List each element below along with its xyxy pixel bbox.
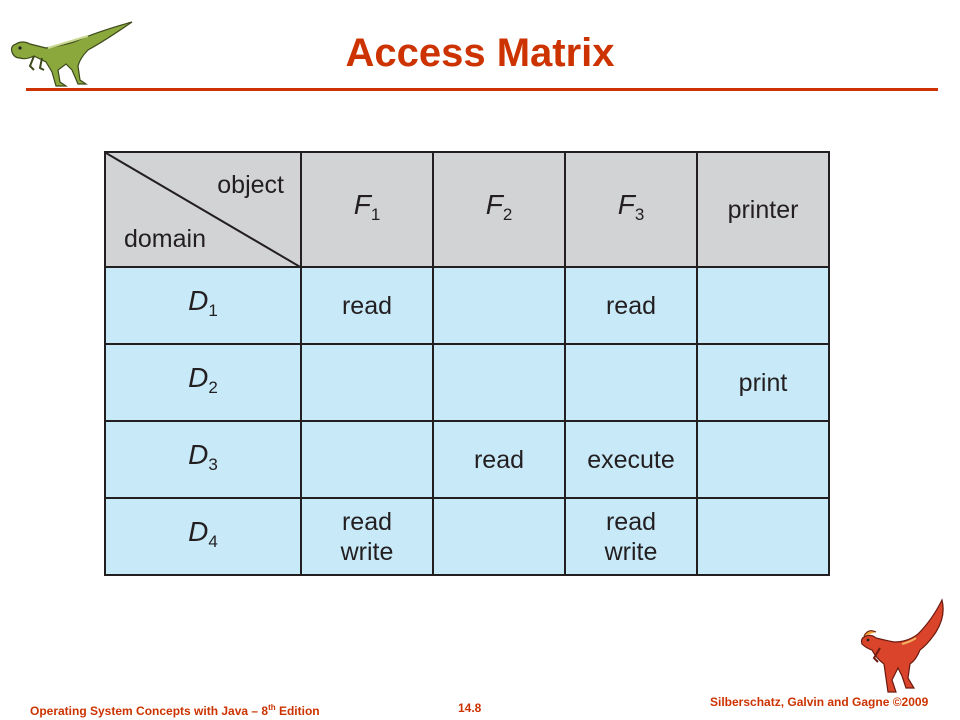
corner-cell: object domain <box>104 151 302 268</box>
table-row-d4: D4 read write read write <box>104 497 830 576</box>
cell-d2-printer: print <box>696 343 830 422</box>
right-label: write <box>604 537 658 566</box>
right-label: read <box>341 507 393 536</box>
row-header-d2: D2 <box>104 343 302 422</box>
column-label: F2 <box>485 188 513 224</box>
dinosaur-logo-icon <box>10 21 133 87</box>
right-label: write <box>340 537 394 566</box>
footer-page-number: 14.8 <box>458 701 482 715</box>
column-label: printer <box>727 195 799 224</box>
slide-title: Access Matrix <box>345 31 615 75</box>
cell-d3-f2: read <box>432 420 566 499</box>
cell-d4-printer <box>696 497 830 576</box>
cell-d2-f3 <box>564 343 698 422</box>
right-label: read <box>605 291 657 320</box>
row-header-d4: D4 <box>104 497 302 576</box>
right-label: read <box>473 445 525 474</box>
corner-object-label: object <box>217 171 284 199</box>
header-row: object domain F1 F2 F3 printer <box>104 151 830 268</box>
table-row-d2: D2 print <box>104 343 830 422</box>
cell-d2-f2 <box>432 343 566 422</box>
cell-d3-f1 <box>300 420 434 499</box>
corner-domain-label: domain <box>124 225 206 253</box>
cell-d2-f1 <box>300 343 434 422</box>
table-row-d3: D3 read execute <box>104 420 830 499</box>
right-label: execute <box>587 445 675 474</box>
column-header-f2: F2 <box>432 151 566 268</box>
dinosaur-mascot-icon <box>860 598 944 693</box>
right-label: print <box>738 368 788 397</box>
row-header-d3: D3 <box>104 420 302 499</box>
cell-d3-f3: execute <box>564 420 698 499</box>
cell-d1-printer <box>696 266 830 345</box>
column-label: F3 <box>617 188 645 224</box>
column-label: F1 <box>353 188 381 224</box>
cell-d1-f2 <box>432 266 566 345</box>
right-label: read <box>605 507 657 536</box>
cell-d1-f1: read <box>300 266 434 345</box>
corner-diagonal <box>106 153 302 268</box>
table-row-d1: D1 read read <box>104 266 830 345</box>
column-header-f3: F3 <box>564 151 698 268</box>
footer-book-title: Operating System Concepts with Java – 8t… <box>30 703 320 718</box>
cell-d4-f2 <box>432 497 566 576</box>
footer-copyright: Silberschatz, Galvin and Gagne ©2009 <box>710 695 929 709</box>
title-underline <box>26 88 938 91</box>
cell-d4-f1: read write <box>300 497 434 576</box>
cell-d3-printer <box>696 420 830 499</box>
right-label: read <box>341 291 393 320</box>
column-header-printer: printer <box>696 151 830 268</box>
row-header-d1: D1 <box>104 266 302 345</box>
access-matrix-table: object domain F1 F2 F3 printer D1 read r… <box>104 151 830 576</box>
cell-d4-f3: read write <box>564 497 698 576</box>
cell-d1-f3: read <box>564 266 698 345</box>
column-header-f1: F1 <box>300 151 434 268</box>
